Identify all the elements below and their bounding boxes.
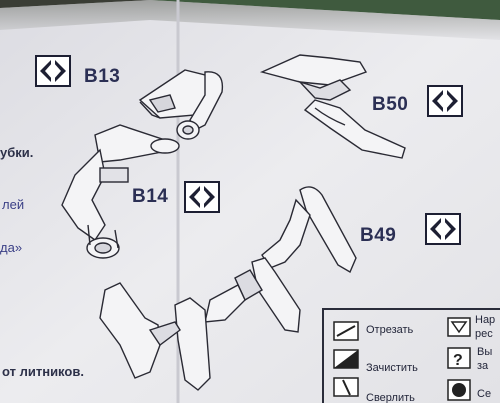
label-b14: B14 (132, 186, 169, 207)
legend-box (322, 308, 500, 403)
side-text-3: да» (0, 240, 23, 255)
legend-r1-label: Нар (475, 314, 496, 326)
part-b50-drawing (259, 54, 406, 159)
label-b49: B49 (360, 225, 397, 246)
legend-icon-clean (333, 349, 359, 369)
arrow-icon-b14 (184, 181, 220, 213)
legend-clean-label: Зачистить (366, 362, 418, 374)
legend-cut-label: Отрезать (366, 324, 414, 336)
arrow-icon-b49 (425, 213, 461, 245)
legend-r3-label: Се (477, 388, 492, 400)
arrow-icon-b50 (427, 85, 463, 117)
legend-icon-r1 (447, 317, 471, 337)
svg-text:?: ? (453, 352, 463, 369)
legend-drill-label: Сверлить (366, 392, 415, 403)
part-b49-drawing (99, 186, 357, 391)
side-text-2: лей (2, 197, 25, 212)
arrow-icon-b13 (35, 55, 71, 87)
legend-icon-r2: ? (447, 347, 471, 369)
part-b14-drawing (61, 124, 180, 259)
legend-r1b-label: рес (475, 328, 493, 340)
legend-r2b-label: за (477, 360, 489, 372)
legend-r2-label: Вы (477, 346, 493, 358)
paper-top-shadow (0, 0, 500, 40)
side-text-4: от литников. (2, 364, 84, 379)
legend-icon-drill (333, 377, 359, 397)
label-b13: B13 (84, 66, 121, 87)
side-text-1: убки. (0, 145, 34, 160)
part-b13-drawing (138, 69, 224, 140)
label-b50: B50 (372, 94, 409, 115)
legend-icon-r3 (447, 379, 471, 401)
legend-icon-cut (333, 321, 359, 341)
